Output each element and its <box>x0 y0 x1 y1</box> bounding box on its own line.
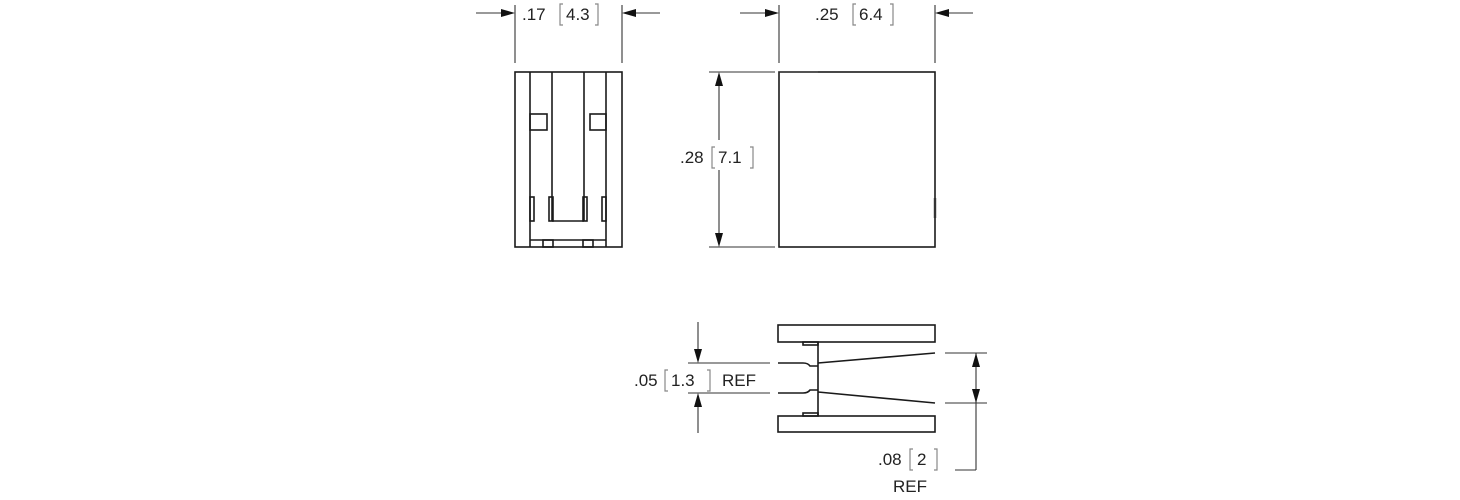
side-view <box>514 71 623 248</box>
dimension-width-side: .17 4.3 <box>476 3 660 63</box>
dimension-pin-opening: .05 1.3 REF <box>634 322 770 433</box>
dim-value-inch: .08 <box>878 450 902 469</box>
section-view <box>777 324 936 433</box>
dim-value-mm: 6.4 <box>859 5 883 24</box>
dim-value-mm: 7.1 <box>718 148 742 167</box>
dim-value-inch: .25 <box>815 5 839 24</box>
dim-value-mm: 2 <box>917 450 926 469</box>
front-view <box>778 71 937 248</box>
dim-value-inch: .05 <box>634 371 658 390</box>
dim-value-inch: .28 <box>680 148 704 167</box>
dim-note: REF <box>893 477 927 496</box>
dim-value-inch: .17 <box>522 5 546 24</box>
dimension-height: .28 7.1 <box>680 71 775 248</box>
dim-value-mm: 1.3 <box>671 371 695 390</box>
dimension-entry-opening: .08 2 REF <box>878 352 987 496</box>
dim-note: REF <box>722 371 756 390</box>
dim-value-mm: 4.3 <box>566 5 590 24</box>
dimension-width-front: .25 6.4 <box>740 3 973 63</box>
